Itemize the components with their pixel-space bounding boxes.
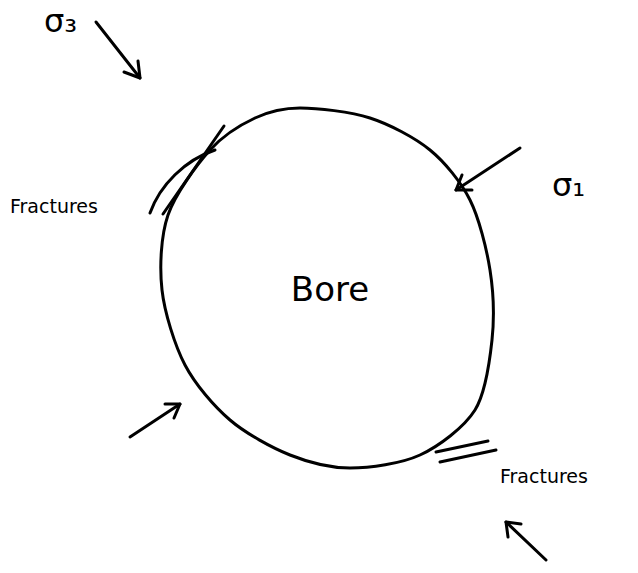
feature-label: Fractures — [500, 466, 588, 487]
node-label: Bore — [291, 271, 369, 308]
feature-label: Fractures — [10, 196, 98, 217]
stress-symbol: σ₃ — [44, 4, 77, 39]
arrow-head — [124, 61, 140, 78]
stress-arrow — [456, 148, 520, 190]
stress-arrow — [506, 522, 546, 560]
bore-outline: Bore — [155, 100, 500, 475]
arrow-head — [506, 522, 521, 537]
fracture-line — [436, 441, 488, 452]
stress-arrow — [96, 22, 140, 78]
bore-wall — [161, 108, 493, 468]
fracture-line — [440, 450, 496, 462]
arrow-head — [165, 404, 180, 418]
stress-symbol: σ₁ — [552, 168, 585, 203]
fracture-line — [150, 150, 215, 213]
stress-arrow — [130, 404, 180, 437]
